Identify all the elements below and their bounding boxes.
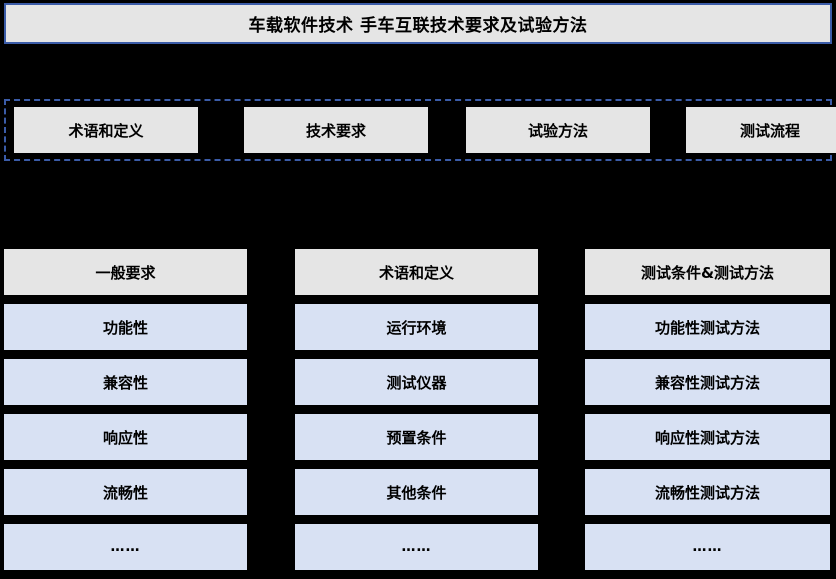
list-item-label: 响应性 — [102, 428, 148, 447]
section-label: 试验方法 — [527, 121, 588, 140]
section-box-test-process[interactable]: 测试流程 — [686, 107, 836, 153]
column-header-label: 一般要求 — [95, 263, 156, 282]
section-box-terms[interactable]: 术语和定义 — [14, 107, 198, 153]
column-header: 测试条件&测试方法 — [585, 249, 830, 295]
list-item[interactable]: 其他条件 — [295, 469, 538, 515]
column-header: 术语和定义 — [295, 249, 538, 295]
list-item-label: 流畅性测试方法 — [654, 483, 760, 502]
list-item-label: 其他条件 — [386, 483, 447, 502]
list-item[interactable]: 预置条件 — [295, 414, 538, 460]
list-item[interactable]: 运行环境 — [295, 304, 538, 350]
list-item-more[interactable]: …… — [585, 524, 830, 570]
list-item[interactable]: 兼容性测试方法 — [585, 359, 830, 405]
section-box-test-methods[interactable]: 试验方法 — [466, 107, 650, 153]
column-header-label: 测试条件&测试方法 — [640, 263, 775, 282]
section-label: 术语和定义 — [68, 121, 144, 140]
list-item[interactable]: 响应性 — [4, 414, 247, 460]
list-item-more[interactable]: …… — [4, 524, 247, 570]
list-item[interactable]: 功能性测试方法 — [585, 304, 830, 350]
column-header: 一般要求 — [4, 249, 247, 295]
column-test-conditions-and-methods: 测试条件&测试方法 功能性测试方法 兼容性测试方法 响应性测试方法 流畅性测试方… — [585, 249, 830, 579]
list-item-more[interactable]: …… — [295, 524, 538, 570]
diagram-title-bar: 车载软件技术 手车互联技术要求及试验方法 — [4, 3, 832, 44]
section-label: 技术要求 — [305, 121, 366, 140]
list-item-label: 运行环境 — [386, 318, 447, 337]
list-item-label: 功能性测试方法 — [654, 318, 760, 337]
list-item[interactable]: 兼容性 — [4, 359, 247, 405]
list-item-label: 兼容性测试方法 — [654, 373, 760, 392]
list-item[interactable]: 流畅性 — [4, 469, 247, 515]
list-item[interactable]: 测试仪器 — [295, 359, 538, 405]
column-general-requirements: 一般要求 功能性 兼容性 响应性 流畅性 …… — [4, 249, 247, 579]
list-item[interactable]: 响应性测试方法 — [585, 414, 830, 460]
list-item[interactable]: 功能性 — [4, 304, 247, 350]
page-title: 车载软件技术 手车互联技术要求及试验方法 — [248, 16, 588, 36]
list-item-label: 测试仪器 — [386, 373, 447, 392]
column-terms-and-definitions: 术语和定义 运行环境 测试仪器 预置条件 其他条件 …… — [295, 249, 538, 579]
list-item-label: 功能性 — [102, 318, 148, 337]
list-item-label: …… — [401, 539, 432, 555]
sections-dashed-container: 术语和定义 技术要求 试验方法 测试流程 — [4, 99, 836, 161]
section-label: 测试流程 — [739, 121, 800, 140]
section-box-tech-requirements[interactable]: 技术要求 — [244, 107, 428, 153]
column-header-label: 术语和定义 — [378, 263, 454, 282]
list-item-label: 兼容性 — [102, 373, 148, 392]
list-item-label: 流畅性 — [102, 483, 148, 502]
list-item-label: 响应性测试方法 — [654, 428, 760, 447]
list-item-label: 预置条件 — [386, 428, 447, 447]
list-item-label: …… — [692, 539, 723, 555]
columns-area: 一般要求 功能性 兼容性 响应性 流畅性 …… 术语和定义 运行环境 — [0, 249, 836, 573]
list-item-label: …… — [110, 539, 141, 555]
list-item[interactable]: 流畅性测试方法 — [585, 469, 830, 515]
